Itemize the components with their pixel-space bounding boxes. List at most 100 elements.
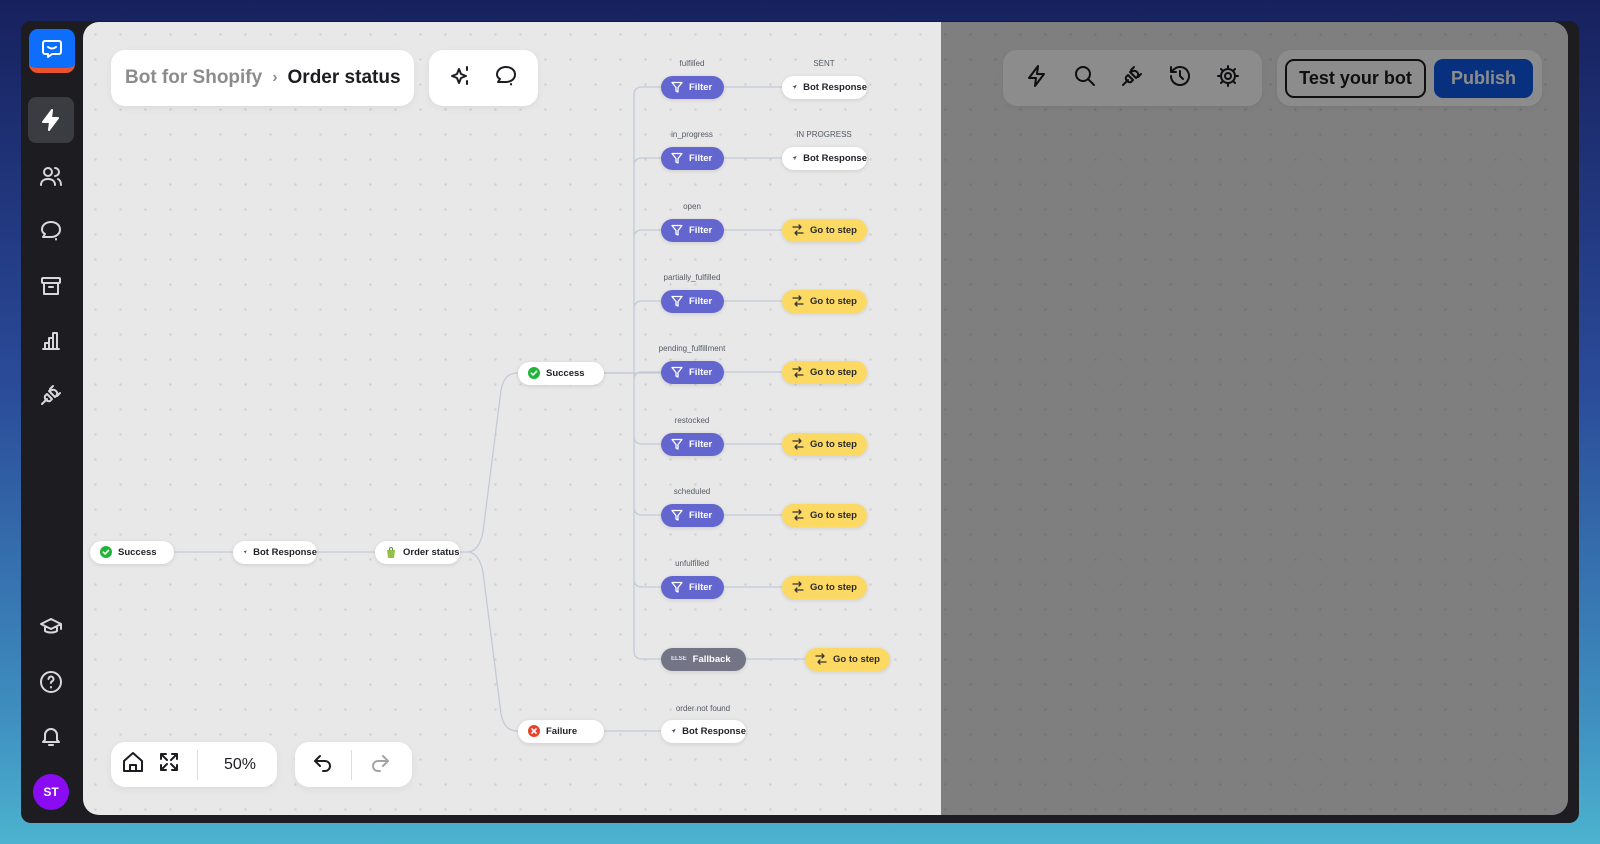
node-label: Order status xyxy=(403,546,460,558)
test-bot-button[interactable]: Test your bot xyxy=(1285,58,1426,98)
node-label: Go to step xyxy=(810,295,857,307)
bot-response-node[interactable]: Bot Response xyxy=(233,540,317,564)
success-node[interactable]: Success xyxy=(518,361,604,385)
error-circle-icon xyxy=(528,725,540,737)
filter-node[interactable]: Filter xyxy=(661,289,724,313)
filter-node[interactable]: Filter xyxy=(661,146,724,170)
sidebar-item-notifications[interactable] xyxy=(28,713,74,759)
help-icon xyxy=(40,671,62,693)
graduation-cap-icon xyxy=(40,618,62,634)
go-to-step-icon xyxy=(792,366,804,378)
go-to-step-node[interactable]: Go to step xyxy=(782,289,867,313)
avatar[interactable]: ST xyxy=(33,774,69,810)
node-label: Filter xyxy=(689,224,713,236)
lightning-icon xyxy=(42,109,59,131)
page-title: Order status xyxy=(287,67,401,88)
filter-node[interactable]: Filter xyxy=(661,575,724,599)
node-label: Filter xyxy=(689,295,713,307)
response-label: SENT xyxy=(813,59,835,68)
branch-condition-label: unfulfilled xyxy=(675,559,709,568)
sidebar-item-conversations[interactable] xyxy=(28,208,74,254)
history-icon[interactable] xyxy=(1168,64,1192,93)
archive-icon xyxy=(41,277,61,295)
plug-icon[interactable] xyxy=(1120,64,1144,93)
node-label: Bot Response xyxy=(803,81,867,93)
sidebar-item-integrations[interactable] xyxy=(28,372,74,418)
redo-icon[interactable] xyxy=(368,750,392,779)
send-icon xyxy=(671,728,676,734)
bot-response-node[interactable]: Bot Response xyxy=(782,146,867,170)
divider xyxy=(351,749,352,780)
lightning-icon[interactable] xyxy=(1025,64,1049,93)
go-to-step-icon xyxy=(792,224,804,236)
sidebar-item-automation[interactable] xyxy=(28,97,74,143)
undo-icon[interactable] xyxy=(311,750,335,779)
right-toolbar xyxy=(1003,50,1262,106)
chat-question-icon xyxy=(41,221,61,241)
chat-question-icon[interactable] xyxy=(494,64,518,93)
go-to-step-icon xyxy=(792,438,804,450)
zoom-level[interactable]: 50% xyxy=(224,755,257,773)
filter-node[interactable]: Filter xyxy=(661,218,724,242)
go-to-step-icon xyxy=(815,653,827,665)
go-to-step-node[interactable]: Go to step xyxy=(782,575,867,599)
go-to-step-node[interactable]: Go to step xyxy=(782,503,867,527)
node-label: Failure xyxy=(546,725,578,737)
filter-icon xyxy=(671,366,683,378)
gear-icon[interactable] xyxy=(1216,64,1240,93)
filter-node[interactable]: Filter xyxy=(661,75,724,99)
sidebar-item-academy[interactable] xyxy=(28,604,74,650)
bot-response-node[interactable]: Bot Response xyxy=(661,719,746,743)
sidebar-item-reports[interactable] xyxy=(28,318,74,364)
node-label: Go to step xyxy=(810,366,857,378)
publish-button[interactable]: Publish xyxy=(1434,58,1533,98)
view-controls: 50% xyxy=(111,742,277,787)
failure-node[interactable]: Failure xyxy=(518,719,604,743)
branch-condition-label: in_progress xyxy=(671,130,713,139)
go-to-step-node[interactable]: Go to step xyxy=(782,218,867,242)
sidebar-item-archive[interactable] xyxy=(28,263,74,309)
fit-screen-icon[interactable] xyxy=(157,750,181,779)
shopify-icon xyxy=(387,547,395,558)
history-controls xyxy=(295,742,412,787)
node-label: Filter xyxy=(689,581,713,593)
filter-icon xyxy=(671,224,683,236)
failure-condition-label: order not found xyxy=(675,704,731,713)
sidebar-item-help[interactable] xyxy=(28,659,74,705)
send-icon xyxy=(792,84,797,90)
search-icon[interactable] xyxy=(1073,64,1097,93)
modal-overlay[interactable] xyxy=(941,22,1568,815)
go-to-step-icon xyxy=(792,581,804,593)
chevron-right-icon: › xyxy=(272,69,278,86)
node-label: Success xyxy=(546,367,585,379)
branch-condition-label: restocked xyxy=(674,416,710,425)
go-to-step-node[interactable]: Go to step xyxy=(782,360,867,384)
order-status-node[interactable]: Order status xyxy=(375,540,460,564)
node-label: Filter xyxy=(689,81,713,93)
node-label: Bot Response xyxy=(253,546,317,558)
filter-icon xyxy=(671,509,683,521)
node-label: Go to step xyxy=(810,438,857,450)
logo[interactable] xyxy=(29,29,75,73)
branch-condition-label: scheduled xyxy=(673,487,711,496)
bot-response-node[interactable]: Bot Response xyxy=(782,75,867,99)
go-to-step-node[interactable]: Go to step xyxy=(782,432,867,456)
start-success-node[interactable]: Success xyxy=(90,540,174,564)
home-icon[interactable] xyxy=(121,750,145,779)
filter-node[interactable]: Filter xyxy=(661,360,724,384)
check-circle-icon xyxy=(100,546,112,558)
go-to-step-node[interactable]: Go to step xyxy=(805,647,890,671)
filter-node[interactable]: Filter xyxy=(661,432,724,456)
node-label: Go to step xyxy=(810,581,857,593)
chat-logo-icon xyxy=(42,39,62,58)
node-label: Bot Response xyxy=(682,725,746,737)
sparkles-icon[interactable] xyxy=(449,64,473,93)
breadcrumb-parent[interactable]: Bot for Shopify xyxy=(125,67,263,88)
filter-icon xyxy=(671,81,683,93)
filter-node[interactable]: Filter xyxy=(661,503,724,527)
sidebar-item-users[interactable] xyxy=(28,153,74,199)
ai-toolbar xyxy=(429,50,538,106)
plug-icon xyxy=(41,385,61,405)
